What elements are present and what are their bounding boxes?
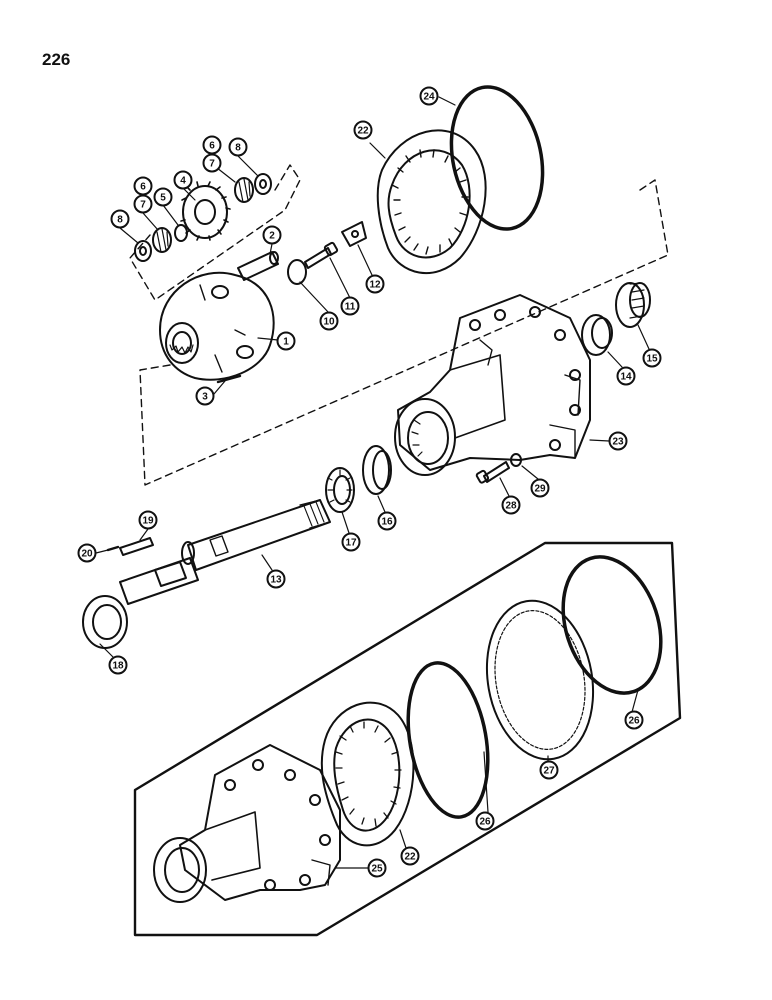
- callout-26-right: 26: [624, 710, 644, 730]
- svg-text:4: 4: [180, 176, 186, 187]
- svg-text:28: 28: [505, 501, 517, 512]
- svg-text:22: 22: [357, 126, 369, 137]
- bolt-11: [304, 241, 339, 269]
- callout-17: 17: [341, 532, 361, 552]
- callout-26-middle: 26: [475, 811, 495, 831]
- bearing-cup: [581, 314, 613, 356]
- callout-22-bottom: 22: [400, 846, 420, 866]
- svg-text:5: 5: [160, 193, 166, 204]
- svg-text:11: 11: [345, 302, 356, 313]
- seal-ring-right: [561, 555, 663, 695]
- callout-12: 12: [365, 274, 385, 294]
- seal-16: [362, 445, 392, 495]
- callout-24: 24: [419, 86, 439, 106]
- svg-text:16: 16: [381, 517, 393, 528]
- svg-text:17: 17: [345, 538, 357, 549]
- pin-20: [106, 545, 120, 552]
- callout-11: 11: [340, 296, 360, 316]
- needle-bearing-right: [234, 177, 254, 203]
- ring-gear-bottom: [320, 701, 415, 847]
- svg-text:8: 8: [235, 143, 241, 154]
- callout-23: 23: [608, 431, 628, 451]
- callout-10: 10: [319, 311, 339, 331]
- callout-8-left: 8: [110, 209, 130, 229]
- svg-text:15: 15: [646, 354, 658, 365]
- callout-20: 20: [77, 543, 97, 563]
- transmission-housing: [394, 294, 591, 476]
- callout-28: 28: [501, 495, 521, 515]
- output-shaft: [119, 499, 331, 605]
- planet-gear: [180, 181, 231, 241]
- key-19: [119, 537, 154, 556]
- svg-text:27: 27: [543, 766, 555, 777]
- svg-text:1: 1: [283, 337, 289, 348]
- callout-16: 16: [377, 511, 397, 531]
- washer-29: [510, 453, 522, 467]
- svg-text:26: 26: [628, 716, 640, 727]
- callout-1: 1: [276, 331, 296, 351]
- svg-text:13: 13: [270, 575, 282, 586]
- svg-text:29: 29: [534, 484, 546, 495]
- callout-29: 29: [530, 478, 550, 498]
- svg-text:7: 7: [140, 200, 146, 211]
- callout-19: 19: [138, 510, 158, 530]
- ring-gear-top: [376, 129, 487, 274]
- svg-text:6: 6: [140, 182, 146, 193]
- planet-carrier: [159, 271, 275, 381]
- callout-7-right: 7: [202, 153, 222, 173]
- svg-text:18: 18: [112, 661, 124, 672]
- dashed-guide-lines: [129, 164, 669, 486]
- svg-text:10: 10: [323, 317, 335, 328]
- svg-text:19: 19: [142, 516, 154, 527]
- callout-27: 27: [539, 760, 559, 780]
- alternate-housing: [153, 744, 341, 903]
- needle-bearing-left: [152, 227, 172, 253]
- svg-text:20: 20: [81, 549, 93, 560]
- callout-6-left: 6: [133, 176, 153, 196]
- callout-4: 4: [173, 170, 193, 190]
- callout-3: 3: [195, 386, 215, 406]
- callout-7-left: 7: [133, 194, 153, 214]
- alternate-assembly-box: [133, 541, 682, 937]
- svg-text:25: 25: [371, 864, 383, 875]
- seal-18: [82, 595, 128, 649]
- svg-text:22: 22: [404, 852, 416, 863]
- leader-lines: [95, 96, 650, 869]
- bearing-cone: [615, 282, 651, 328]
- callout-13: 13: [266, 569, 286, 589]
- roll-pin: [216, 374, 242, 384]
- svg-text:3: 3: [202, 392, 208, 403]
- svg-text:6: 6: [209, 141, 215, 152]
- svg-text:12: 12: [369, 280, 381, 291]
- gear-ring-17: [325, 467, 355, 513]
- svg-text:2: 2: [269, 231, 275, 242]
- callout-5: 5: [153, 187, 173, 207]
- svg-text:24: 24: [423, 92, 435, 103]
- callout-2: 2: [262, 225, 282, 245]
- callout-8-right: 8: [228, 137, 248, 157]
- bolt-28: [475, 461, 510, 484]
- planet-pin: [237, 251, 279, 281]
- callout-6-right: 6: [202, 135, 222, 155]
- callout-22-top: 22: [353, 120, 373, 140]
- friction-disc: [485, 599, 595, 761]
- svg-text:14: 14: [620, 372, 632, 383]
- spacer-washer: [174, 224, 188, 242]
- svg-text:8: 8: [117, 215, 123, 226]
- washer-10: [287, 259, 307, 285]
- callout-15: 15: [642, 348, 662, 368]
- page-number: 226: [42, 50, 71, 69]
- svg-text:23: 23: [612, 437, 624, 448]
- thrust-washers: [134, 173, 272, 262]
- callout-14: 14: [616, 366, 636, 386]
- lock-plate: [341, 221, 367, 247]
- svg-text:26: 26: [479, 817, 491, 828]
- callout-25: 25: [367, 858, 387, 878]
- seal-ring-top: [449, 85, 545, 231]
- seal-ring-middle: [406, 661, 490, 819]
- svg-text:7: 7: [209, 159, 215, 170]
- callout-18: 18: [108, 655, 128, 675]
